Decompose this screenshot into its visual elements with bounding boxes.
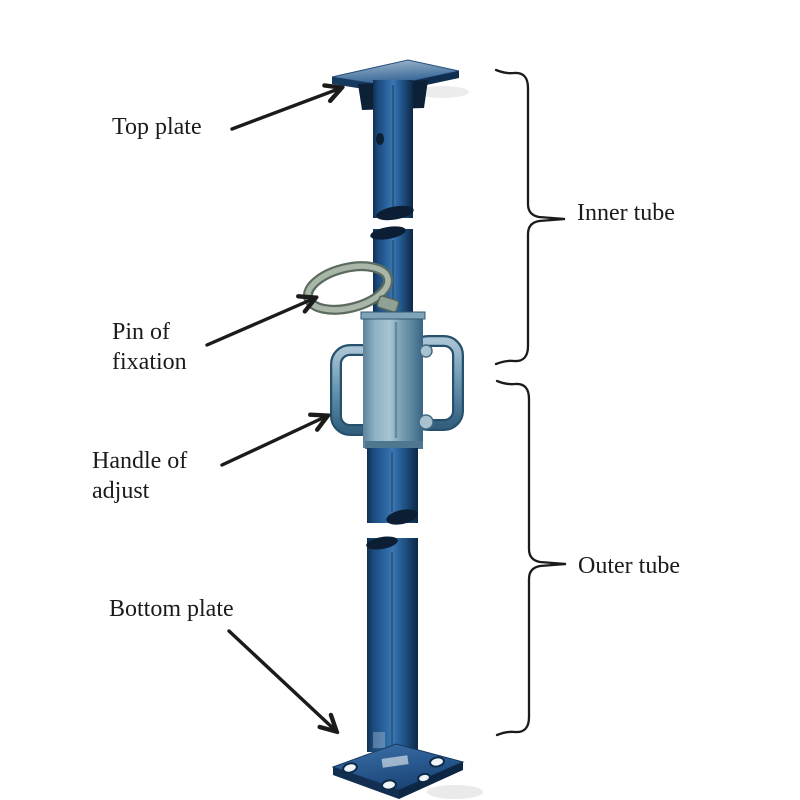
- top-plate-arrow: [230, 88, 341, 131]
- inner-tube-brace: [494, 68, 566, 366]
- bottom-plate: [331, 743, 483, 799]
- inner-tube-cut-end: [376, 205, 414, 221]
- outer-tube-base-glare: [373, 732, 385, 748]
- adjustment-collar: [360, 311, 434, 449]
- inner-tube-upper-segment: [373, 80, 414, 221]
- outer-tube-lower-segment: [366, 536, 418, 752]
- label-inner-tube: Inner tube: [577, 200, 675, 226]
- outer-tube-body-2: [367, 538, 418, 752]
- bottom-plate-shadow: [427, 785, 483, 799]
- inner-tube-pin-hole: [376, 133, 384, 145]
- label-pin-of-fixation-line2: fixation: [112, 349, 187, 375]
- bottom-plate-hole-front-right: [417, 772, 431, 784]
- label-handle-of-adjust-line1: Handle of: [92, 448, 187, 474]
- bottom-plate-hole-right: [429, 756, 445, 768]
- outer-tube-cut-end: [386, 509, 418, 525]
- label-top-plate: Top plate: [112, 114, 202, 140]
- label-pin-of-fixation-line1: Pin of: [112, 319, 170, 345]
- inner-tube-cut-start: [370, 226, 406, 240]
- collar-rivet-top: [419, 344, 433, 358]
- collar-rivet-bottom: [418, 414, 434, 430]
- collar-body: [363, 314, 423, 448]
- bottom-plate-hole-left: [342, 762, 358, 774]
- bottom-plate-edge-left: [333, 767, 399, 799]
- inner-tube-body: [373, 80, 413, 218]
- bottom-plate-hole-front: [381, 779, 397, 791]
- outer-tube-brace: [495, 379, 567, 737]
- label-outer-tube: Outer tube: [578, 553, 680, 579]
- bottom-plate-arrow: [227, 629, 336, 731]
- outer-tube-cut-start: [366, 536, 398, 550]
- pin-of-fixation-arrow: [205, 298, 315, 347]
- bottom-plate-glare: [381, 755, 409, 768]
- pin-clip-end: [376, 295, 400, 313]
- collar-top-rim: [360, 311, 426, 320]
- label-handle-of-adjust-line2: adjust: [92, 478, 150, 504]
- outer-tube-upper-segment: [367, 448, 418, 525]
- top-plate-shadow: [417, 86, 469, 98]
- label-bottom-plate: Bottom plate: [109, 596, 234, 622]
- collar-bottom-rim: [365, 441, 423, 449]
- bottom-plate-edge-right: [399, 762, 463, 799]
- handle-of-adjust-arrow: [220, 416, 327, 467]
